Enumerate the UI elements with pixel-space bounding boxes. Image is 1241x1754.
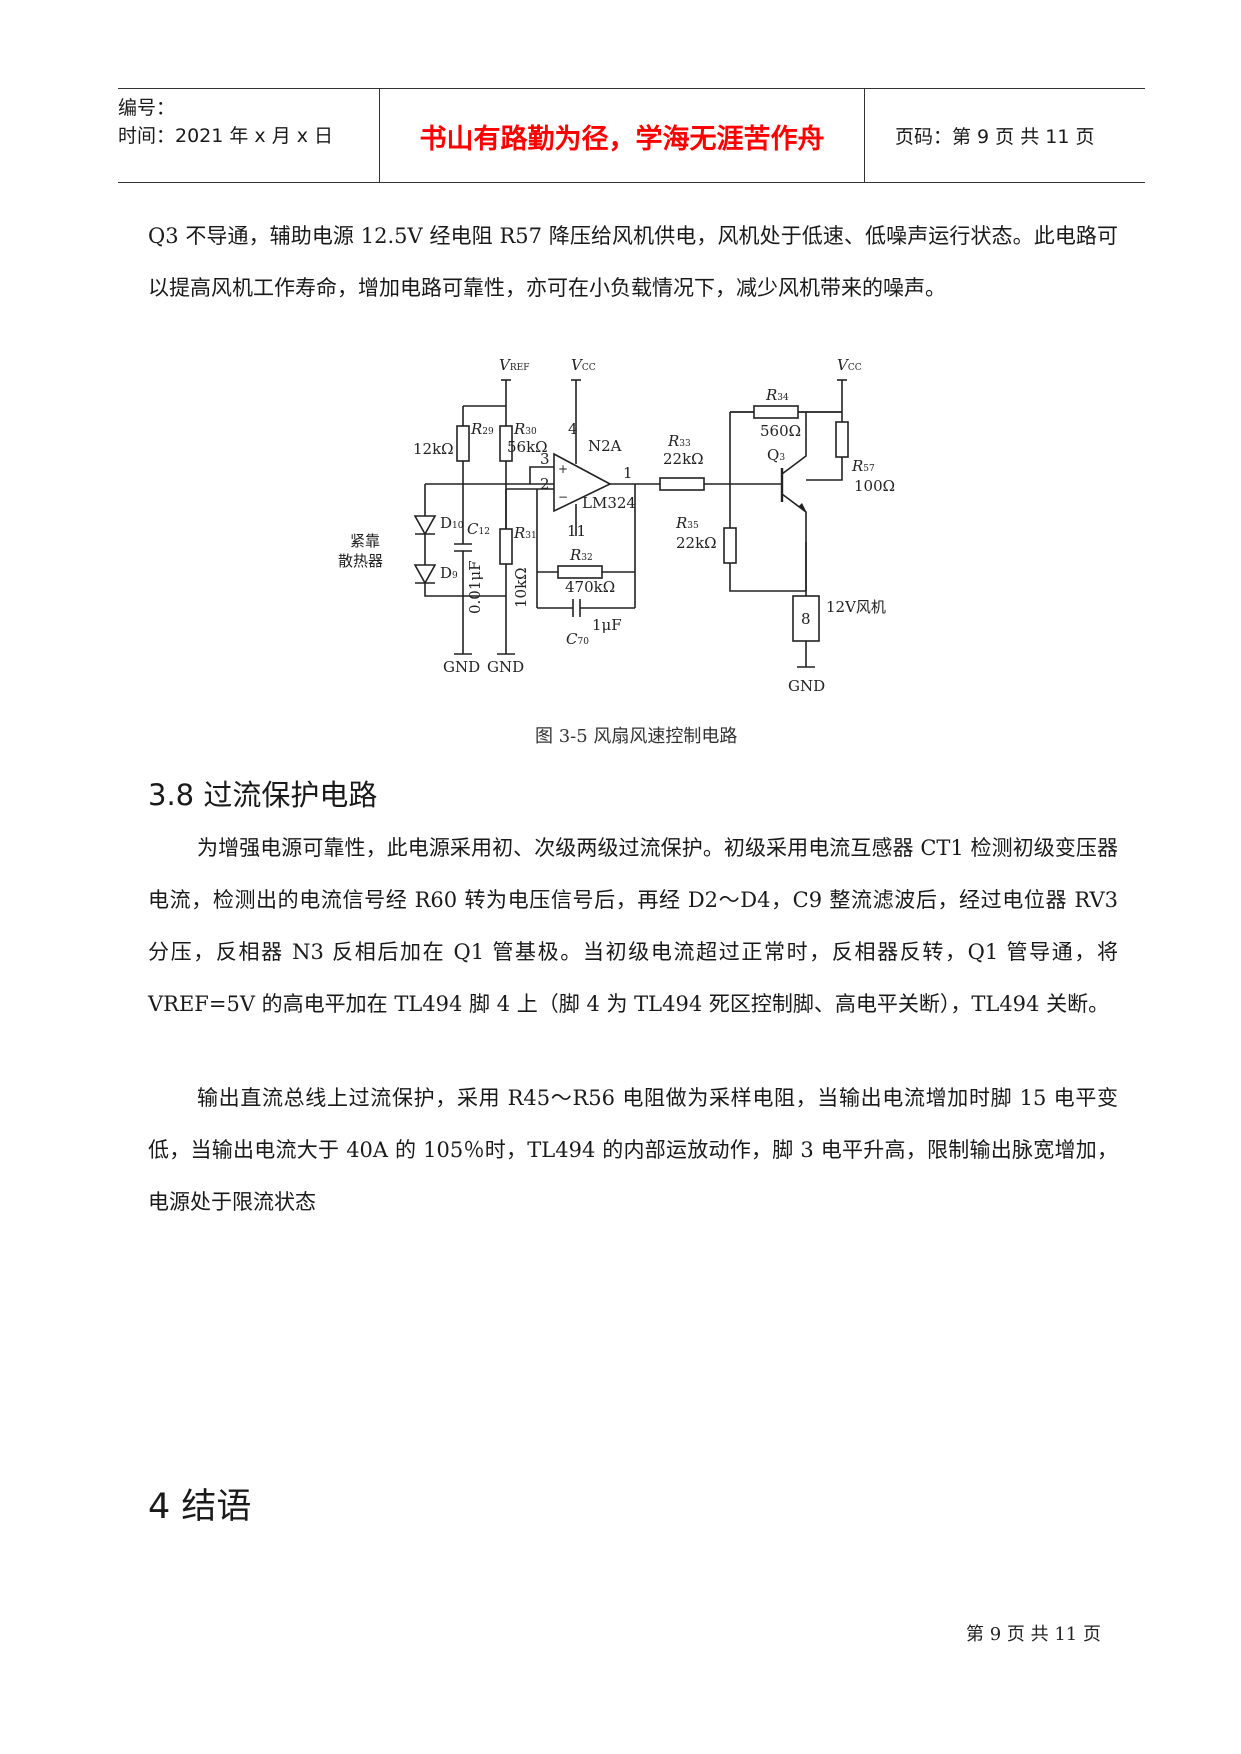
svg-text:3: 3 [540, 450, 550, 468]
r34-resistor [753, 405, 799, 419]
svg-text:D10: D10 [440, 514, 464, 532]
time-text: 时间：2021 年 x 月 x 日 [118, 125, 334, 147]
page-header: 编号： 时间：2021 年 x 月 x 日 书山有路勤为径，学海无涯苦作舟 页码… [118, 88, 1145, 183]
paragraph-fan-intro: Q3 不导通，辅助电源 12.5V 经电阻 R57 降压给风机供电，风机处于低速… [148, 224, 1118, 300]
fan-label: 12V风机 [826, 598, 886, 616]
header-page-number: 页码：第 9 页 共 11 页 [895, 126, 1095, 148]
svg-text:Q3: Q3 [767, 446, 785, 464]
svg-text:11: 11 [567, 522, 586, 540]
svg-text:2: 2 [540, 475, 550, 493]
r29-resistor [456, 425, 470, 462]
paragraph-overcurrent-output: 输出直流总线上过流保护，采用 R45～R56 电阻做为采样电阻，当输出电流增加时… [148, 1086, 1118, 1214]
svg-text:1: 1 [623, 464, 633, 482]
svg-text:紧靠: 紧靠 [350, 532, 380, 550]
section-heading-3-8: 3.8 过流保护电路 [148, 778, 378, 812]
figure-caption: 图 3-5 风扇风速控制电路 [535, 726, 738, 747]
svg-text:LM324: LM324 [582, 494, 636, 512]
svg-text:R33: R33 [667, 432, 691, 450]
serial-label: 编号： [118, 97, 176, 119]
svg-text:N2A: N2A [588, 437, 622, 455]
svg-text:R57: R57 [851, 457, 875, 475]
svg-text:R29: R29 [470, 420, 494, 438]
d10-diode [413, 515, 437, 536]
svg-text:GND: GND [443, 658, 480, 676]
r32-resistor [557, 565, 603, 579]
paragraph-overcurrent-primary: 为增强电源可靠性，此电源采用初、次级两级过流保护。初级采用电流互感器 CT1 检… [148, 836, 1118, 1016]
section-heading-4: 4 结语 [148, 1487, 252, 1527]
motto-text: 书山有路勤为径，学海无涯苦作舟 [419, 124, 825, 155]
svg-text:+: + [558, 462, 568, 476]
r31-value: 10kΩ [512, 567, 530, 608]
svg-text:VCC: VCC [837, 356, 862, 374]
svg-text:−: − [558, 490, 568, 504]
svg-text:C70: C70 [566, 630, 589, 648]
svg-text:R32: R32 [569, 546, 593, 564]
svg-text:8: 8 [801, 610, 811, 628]
r34-value: 560Ω [760, 422, 801, 440]
header-meta-cell: 编号： 时间：2021 年 x 月 x 日 [118, 89, 379, 182]
r57-resistor [835, 421, 849, 458]
r33-value: 22kΩ [663, 450, 704, 468]
svg-text:R30: R30 [513, 420, 537, 438]
svg-text:VREF: VREF [499, 356, 529, 374]
svg-text:D9: D9 [440, 564, 458, 582]
svg-text:GND: GND [788, 677, 825, 695]
svg-text:散热器: 散热器 [338, 552, 383, 570]
header-page-cell: 页码：第 9 页 共 11 页 [865, 89, 1145, 182]
footer-page-number: 第 9 页 共 11 页 [966, 1624, 1101, 1645]
r30-value: 56kΩ [507, 438, 548, 456]
d9-diode [413, 564, 437, 585]
svg-text:R34: R34 [765, 386, 789, 404]
r29-value: 12kΩ [413, 440, 454, 458]
svg-text:VCC: VCC [571, 356, 596, 374]
svg-text:C12: C12 [467, 520, 490, 538]
c70-value: 1μF [592, 616, 622, 634]
lm324-opamp [553, 452, 612, 513]
r35-resistor [723, 527, 737, 564]
c12-value: 0.01μF [466, 560, 484, 614]
svg-text:R31: R31 [513, 524, 537, 542]
header-motto-cell: 书山有路勤为径，学海无涯苦作舟 [379, 89, 865, 182]
r35-value: 22kΩ [676, 534, 717, 552]
svg-text:GND: GND [487, 658, 524, 676]
r33-resistor [659, 477, 705, 491]
svg-text:4: 4 [568, 420, 578, 438]
r57-value: 100Ω [854, 477, 895, 495]
r32-value: 470kΩ [565, 578, 615, 596]
svg-text:R35: R35 [675, 514, 699, 532]
fan-speed-control-circuit: VREF VCC VCC R29 12kΩ R30 56kΩ 4 N2A 3 2… [338, 356, 895, 695]
r31-resistor [499, 528, 513, 565]
